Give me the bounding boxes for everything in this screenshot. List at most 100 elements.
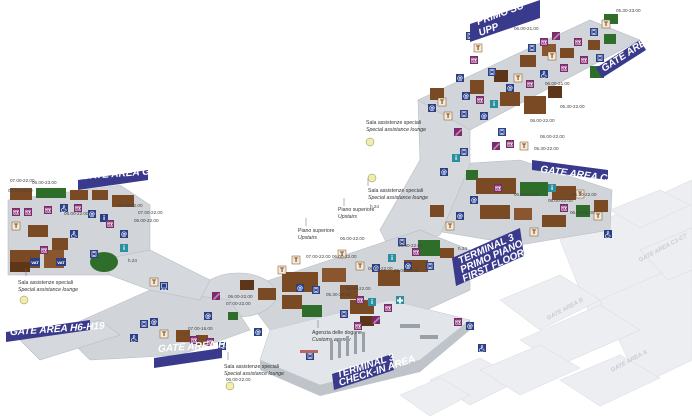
lounge-g-en: Special assistance lounge (18, 287, 78, 293)
elevator-icon (498, 128, 506, 136)
svg-text:i: i (103, 215, 105, 222)
svg-text:T: T (522, 143, 527, 150)
svg-text:@: @ (89, 211, 95, 218)
accessible-icon (60, 204, 68, 213)
restroom-icon (506, 140, 514, 148)
banner-primo-sub: PRIMO SU UPP (470, 0, 540, 42)
hours-label: 06.00-22.00 (226, 377, 251, 382)
restroom-icon (44, 206, 52, 214)
tax-refund-icon: T (159, 329, 169, 339)
svg-text:@: @ (205, 313, 211, 320)
lounge-g-it: Sala assistenze speciali (18, 280, 73, 286)
shop-blocks (10, 14, 618, 345)
restroom-icon (560, 204, 568, 212)
tax-refund-icon: T (445, 221, 455, 231)
info-icon: i (490, 100, 498, 108)
internet-point-icon: @ (296, 284, 304, 292)
tax-refund-icon: T (513, 73, 523, 83)
svg-text:@: @ (457, 75, 463, 82)
tax-refund-icon: T (11, 221, 21, 231)
svg-text:i: i (455, 155, 457, 162)
svg-text:T: T (358, 263, 363, 270)
elevator-icon (460, 110, 468, 118)
restroom-icon (470, 56, 478, 64)
hours-label: 06.00-22.00 (134, 218, 159, 223)
svg-text:T: T (550, 53, 555, 60)
restroom-icon (206, 338, 214, 346)
lounge-h-en: Special assistance lounge (224, 371, 284, 377)
checkin-desks (300, 324, 438, 360)
hours-label: 05.30-22.00 (534, 146, 559, 151)
tax-refund-icon: T (443, 111, 453, 121)
note-upstairs-2: Piano superiore Upstairs (338, 198, 374, 220)
elevator-icon (312, 286, 320, 294)
svg-text:i: i (371, 299, 373, 306)
tax-refund-icon: T (437, 97, 447, 107)
svg-text:i: i (551, 185, 553, 192)
restroom-icon (24, 208, 32, 216)
internet-point-icon: @ (456, 74, 464, 82)
svg-text:@: @ (467, 323, 473, 330)
info-icon: i (368, 298, 376, 306)
restroom-icon (40, 246, 48, 254)
banner-terminal-first-floor: TERMINAL 3 PRIMO PIANO FIRST FLOOR (452, 228, 527, 286)
internet-point-icon: @ (254, 328, 262, 336)
ghost-buildings (399, 179, 692, 416)
hours-label: 06.00-22.00 (332, 254, 357, 259)
accessible-icon (478, 344, 486, 353)
svg-text:T: T (294, 257, 299, 264)
hours-label: 07.00-22.00 (8, 188, 33, 193)
lounge-g: Sala assistenze speciali Special assista… (18, 268, 78, 305)
svg-text:T: T (476, 45, 481, 52)
elevator-icon (488, 68, 496, 76)
internet-point-icon: @ (466, 322, 474, 330)
svg-text:T: T (440, 99, 445, 106)
lounge-terminal-en: Special assistance lounge (368, 195, 428, 201)
internet-point-icon: @ (506, 84, 514, 92)
restroom-icon (106, 220, 114, 228)
hours-label: 06.00-22.00 (540, 134, 565, 139)
svg-text:@: @ (481, 113, 487, 120)
svg-text:T: T (448, 223, 453, 230)
elevator-icon (596, 54, 604, 62)
elevator-icon (398, 238, 406, 246)
hours-label: 06.00-22.00 (514, 192, 539, 197)
tax-refund-icon: T (277, 265, 287, 275)
restroom-icon (190, 336, 198, 344)
svg-text:T: T (532, 229, 537, 236)
hours-label: 06.00-22.00 (340, 236, 365, 241)
info-icon: i (452, 154, 460, 162)
internet-point-icon: @ (404, 262, 412, 270)
hours-label: 07.00-22.00 (10, 178, 35, 183)
restroom-icon (454, 318, 462, 326)
svg-text:T: T (596, 213, 601, 220)
elevator-icon (340, 310, 348, 318)
elevator-icon (590, 28, 598, 36)
note-upstairs-2-it: Piano superiore (338, 207, 374, 213)
elevator-icon (90, 250, 98, 258)
restroom-icon (580, 56, 588, 64)
hours-label: 06.00-22.00 (368, 266, 393, 271)
tax-refund-icon: T (593, 211, 603, 221)
escalator-icon (212, 292, 220, 300)
floor-checkin-edge (260, 320, 470, 396)
svg-text:i: i (391, 255, 393, 262)
svg-text:T: T (152, 279, 157, 286)
restroom-icon (476, 96, 484, 104)
svg-text:@: @ (297, 285, 303, 292)
svg-text:T: T (446, 113, 451, 120)
note-h24-a: h.24 (128, 258, 137, 263)
hours-label: 06.00-21.00 (545, 81, 570, 86)
hours-labels: 07.00-22.00 06.00-23.00 07.00-22.00 07.0… (8, 8, 641, 382)
hours-label: 05.30-22.00 (560, 104, 585, 109)
lounge-d-it: Sala assistenze speciali (366, 120, 421, 126)
accessible-icon (604, 230, 612, 239)
internet-point-icon: @ (480, 112, 488, 120)
internet-point-icon: @ (428, 104, 436, 112)
svg-text:T: T (162, 331, 167, 338)
restroom-icon (356, 296, 364, 304)
hours-label: 06.00-22.00 (530, 118, 555, 123)
internet-point-icon: @ (440, 168, 448, 176)
internet-point-icon: @ (204, 312, 212, 320)
